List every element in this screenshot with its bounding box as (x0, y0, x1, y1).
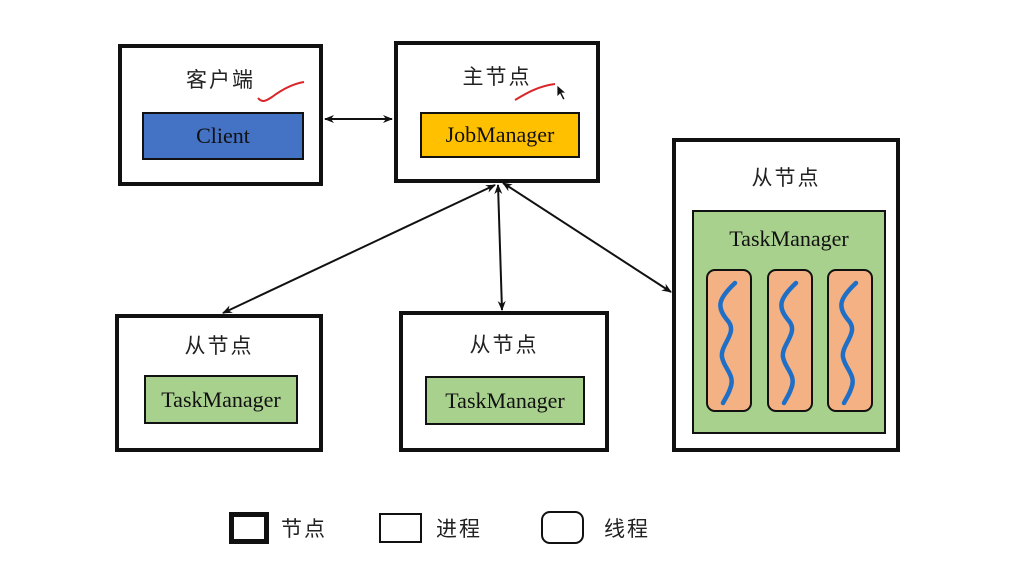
thread-wave-icon (779, 280, 799, 406)
thread-wave-icon (718, 280, 738, 406)
legend-thread-icon (541, 511, 584, 544)
annotation-stroke (514, 83, 556, 101)
arrow-jobmanager-worker-1 (222, 184, 496, 314)
legend-process-label: 进程 (436, 517, 482, 541)
worker-node-1: 从节点 TaskManager (115, 314, 323, 452)
arrow-jobmanager-worker-2 (494, 184, 506, 311)
thread (767, 269, 813, 412)
taskmanager-process: TaskManager (144, 375, 298, 424)
taskmanager-label: TaskManager (729, 226, 849, 251)
worker-node-title: 从节点 (751, 166, 821, 190)
legend-thread-label: 线程 (604, 517, 650, 541)
annotation-checkmark (257, 81, 305, 102)
mouse-cursor-icon (556, 84, 568, 101)
client-node: 客户端 Client (118, 44, 323, 186)
client-process: Client (142, 112, 304, 160)
legend-node-label: 节点 (281, 517, 327, 541)
jobmanager-process: JobManager (420, 112, 580, 158)
taskmanager-process: TaskManager (425, 376, 585, 425)
worker-node-2: 从节点 TaskManager (399, 311, 609, 452)
thread-wave-icon (839, 280, 859, 406)
master-node-title: 主节点 (462, 65, 532, 89)
legend-process-icon (379, 513, 422, 543)
client-node-title: 客户端 (186, 68, 255, 92)
thread (827, 269, 873, 412)
legend-node-icon (229, 512, 269, 544)
worker-node-title: 从节点 (469, 333, 539, 357)
arrow-jobmanager-worker-3 (502, 182, 672, 293)
worker-node-3: 从节点 TaskManager (672, 138, 900, 452)
worker-node-title: 从节点 (184, 334, 254, 358)
taskmanager-process: TaskManager (692, 210, 886, 434)
thread (706, 269, 752, 412)
master-node: 主节点 JobManager (394, 41, 600, 183)
